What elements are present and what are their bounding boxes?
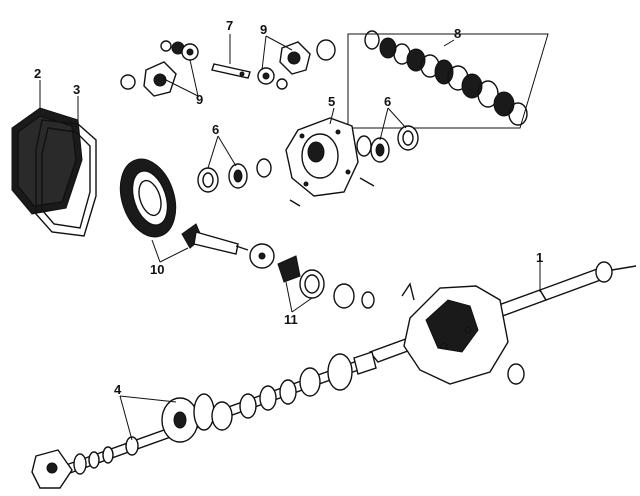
callout-6-left: 6	[212, 122, 219, 137]
differential-cover	[11, 107, 83, 215]
axle-shaft-assembly	[31, 351, 377, 489]
callout-5: 5	[328, 94, 335, 109]
leader-lines	[39, 34, 541, 441]
pinion-gear	[181, 223, 249, 255]
callout-9-lower: 9	[196, 92, 203, 107]
callout-3: 3	[73, 82, 80, 97]
callout-2: 2	[34, 66, 41, 81]
ring-gear	[119, 158, 177, 238]
cross-shaft-pin	[211, 63, 251, 79]
callout-1: 1	[536, 250, 543, 265]
carrier-bearings-right	[356, 125, 419, 163]
axle-housing	[368, 261, 637, 385]
callout-6-right: 6	[384, 94, 391, 109]
clutch-plates	[364, 30, 528, 126]
callout-9-upper: 9	[260, 22, 267, 37]
differential-case	[285, 117, 375, 207]
callout-8: 8	[454, 26, 461, 41]
clutch-pack	[347, 30, 549, 129]
pinion-bearing-parts	[249, 243, 375, 309]
callout-4: 4	[114, 382, 122, 397]
side-gears-upper	[120, 39, 336, 97]
cover-gasket	[35, 119, 97, 237]
callout-10: 10	[150, 262, 164, 277]
callout-7: 7	[226, 18, 233, 33]
callout-11: 11	[284, 312, 298, 327]
